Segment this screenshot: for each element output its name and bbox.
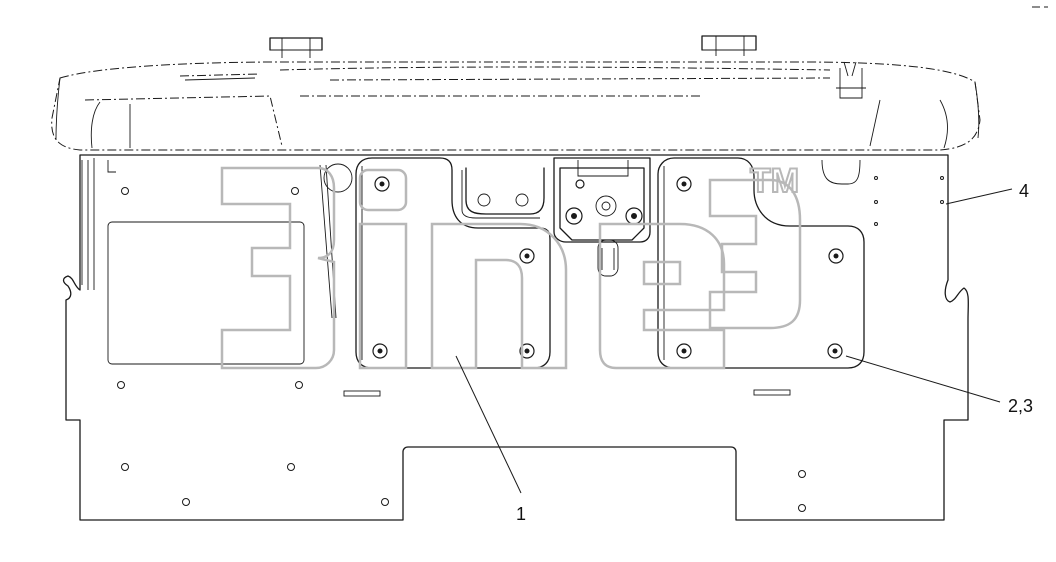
watermark-logo: TM — [220, 161, 802, 370]
callout-leaders — [455, 188, 1013, 494]
base-plate — [62, 154, 969, 521]
seat-cushion-outline — [51, 35, 981, 151]
callout-label-2-3: 2,3 — [1008, 396, 1033, 416]
bolts — [372, 176, 844, 359]
latch-mechanism — [553, 157, 651, 277]
callout-label-1: 1 — [516, 504, 526, 524]
trademark-symbol: TM — [750, 162, 799, 200]
callout-label-4: 4 — [1019, 181, 1029, 201]
left-mounting-bracket — [355, 157, 551, 369]
